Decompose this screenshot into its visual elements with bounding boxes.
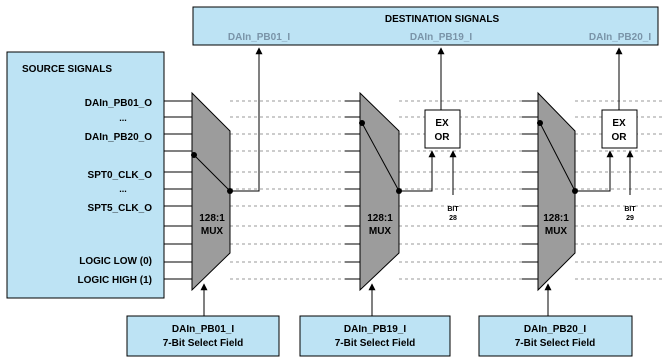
mux-pb20 (537, 91, 578, 292)
source-box-rect (6, 51, 165, 299)
select-field-pb20: DAIn_PB20_I 7-Bit Select Field (478, 315, 633, 357)
select-field-rect (478, 315, 633, 357)
select-field-rect (126, 315, 280, 357)
bit28-word: BIT (447, 206, 459, 213)
destination-signals-box: DESTINATION SIGNALS DAIn_PB01_I DAIn_PB1… (192, 6, 659, 46)
destination-label-pb01: DAIn_PB01_I (228, 32, 290, 43)
source-signal-spt5-clk: SPT5_CLK_O (88, 203, 153, 214)
mux-input-dot (191, 152, 197, 158)
select-field-pb19: DAIn_PB19_I 7-Bit Select Field (299, 315, 451, 357)
destination-label-pb19: DAIn_PB19_I (410, 32, 472, 43)
mux-group (191, 91, 578, 292)
exor-label-or: OR (612, 132, 628, 143)
select-field-desc: 7-Bit Select Field (163, 338, 244, 349)
exor-label-or: OR (435, 132, 451, 143)
mux-switch-line (193, 154, 231, 192)
mux-switch-line (361, 122, 400, 192)
source-signal-logic-high: LOGIC HIGH (1) (78, 275, 152, 286)
source-signal-dai-pb20: DAIn_PB20_O (85, 132, 152, 143)
bit-labels: BIT 28 BIT 29 (447, 206, 636, 222)
source-ellipsis-1: ... (119, 113, 127, 123)
select-field-name: DAIn_PB01_I (172, 324, 234, 335)
mux-input-dot (359, 120, 365, 126)
source-input-lines (164, 100, 538, 280)
mux-switch-line (539, 122, 576, 192)
mux3-output-wire (575, 150, 614, 192)
select-field-rect (299, 315, 451, 357)
destination-box-rect (192, 6, 659, 46)
source-ellipsis-2: ... (119, 184, 127, 194)
mux-body (537, 91, 576, 292)
select-field-name: DAIn_PB19_I (344, 324, 406, 335)
mux-input-dot (537, 120, 543, 126)
mux-pb19 (359, 91, 402, 292)
exor-gate-rect (424, 109, 461, 149)
mux1-label: MUX (201, 226, 224, 237)
mux-body (191, 91, 231, 292)
mux3-ratio: 128:1 (543, 213, 569, 224)
bit28-number: 28 (449, 215, 457, 222)
mux1-output-wire (230, 47, 263, 192)
select-field-pb01: DAIn_PB01_I 7-Bit Select Field (126, 315, 280, 357)
mux1-ratio: 128:1 (199, 213, 225, 224)
destination-title: DESTINATION SIGNALS (385, 14, 500, 25)
mux-labels: 128:1 MUX 128:1 MUX 128:1 MUX (199, 213, 569, 237)
bit29-word: BIT (624, 206, 636, 213)
exor-gate-pb19: EX OR (424, 109, 461, 149)
mux3-label: MUX (545, 226, 568, 237)
exor-gate-pb20: EX OR (601, 109, 638, 149)
mux2-ratio: 128:1 (367, 213, 393, 224)
exor-label-ex: EX (612, 118, 626, 129)
source-signal-logic-low: LOGIC LOW (0) (79, 256, 152, 267)
connections (200, 47, 634, 316)
select-field-name: DAIn_PB20_I (524, 324, 586, 335)
dashed-signal-lines (230, 100, 662, 280)
select-field-desc: 7-Bit Select Field (515, 338, 596, 349)
select-field-desc: 7-Bit Select Field (335, 338, 416, 349)
exor-label-ex: EX (435, 118, 449, 129)
mux2-label: MUX (369, 226, 392, 237)
destination-label-pb20: DAIn_PB20_I (589, 32, 651, 43)
bit29-number: 29 (626, 215, 634, 222)
source-signal-dai-pb01: DAIn_PB01_O (85, 98, 152, 109)
source-signal-spt0-clk: SPT0_CLK_O (88, 170, 153, 181)
mux-pb01 (191, 91, 233, 292)
source-signals-box: SOURCE SIGNALS DAIn_PB01_O ... DAIn_PB20… (6, 51, 165, 299)
mux2-output-wire (399, 150, 436, 192)
source-title: SOURCE SIGNALS (22, 64, 112, 75)
exor-gate-rect (601, 109, 638, 149)
mux-body (359, 91, 400, 292)
